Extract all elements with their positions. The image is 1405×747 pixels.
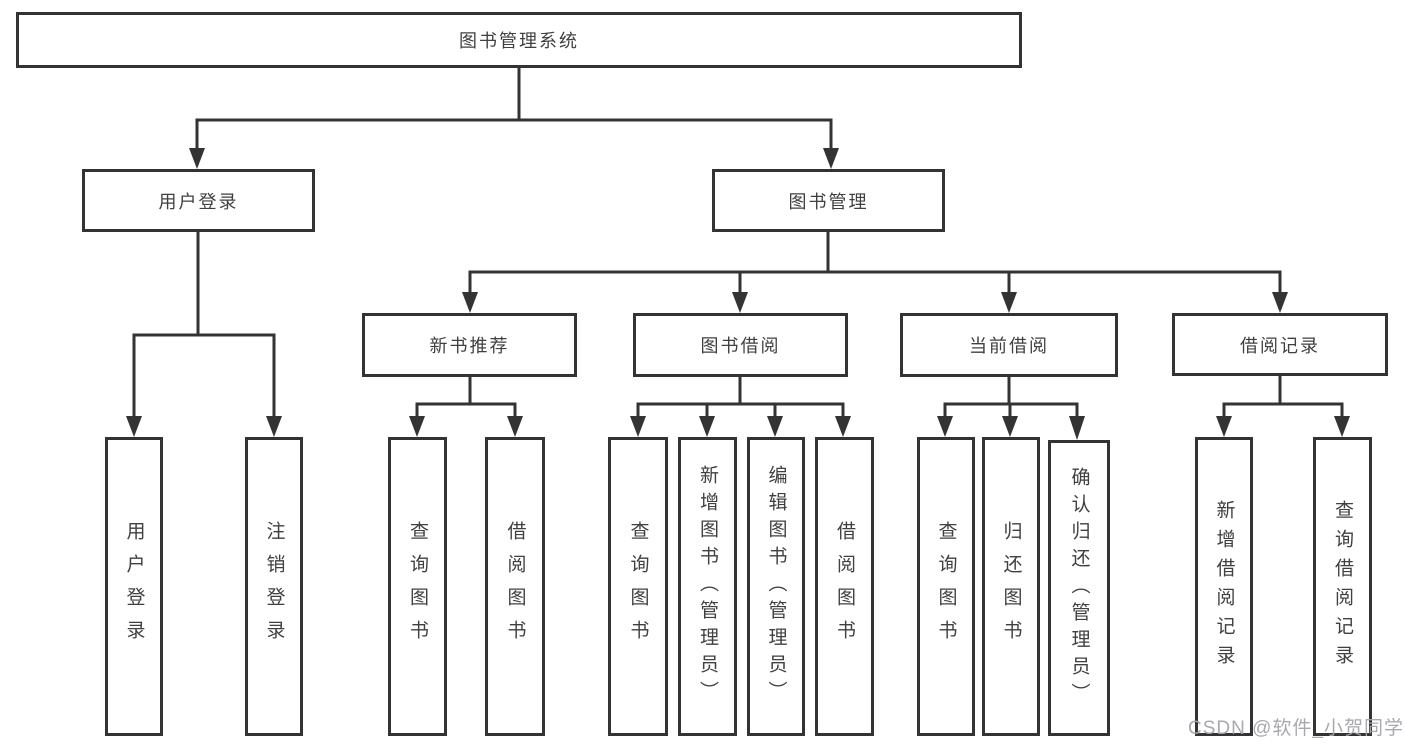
leaf-edit-books-admin: 编辑图书（管理员） bbox=[747, 437, 805, 736]
edge-newbook-to-children bbox=[415, 377, 517, 417]
leaf-query-books: 查询图书 bbox=[608, 437, 668, 736]
leaf-logout: 注销登录 bbox=[245, 437, 303, 736]
node-label: 当前借阅 bbox=[969, 336, 1049, 356]
edge-borrow-to-children bbox=[636, 377, 845, 417]
leaf-label: 借阅图书 bbox=[834, 520, 855, 653]
leaf-label: 注销登录 bbox=[263, 520, 285, 653]
node-label: 图书管理系统 bbox=[459, 31, 579, 51]
leaf-label: 查询图书 bbox=[627, 520, 649, 653]
node-book-management: 图书管理 bbox=[712, 169, 945, 232]
node-current-borrowing: 当前借阅 bbox=[900, 313, 1118, 377]
node-library-management-system: 图书管理系统 bbox=[16, 12, 1022, 68]
leaf-label: 编辑图书（管理员） bbox=[765, 465, 787, 708]
leaf-query-books: 查询图书 bbox=[388, 437, 447, 736]
leaf-query-books: 查询图书 bbox=[917, 437, 975, 736]
leaf-return-books: 归还图书 bbox=[982, 437, 1040, 736]
node-label: 新书推荐 bbox=[429, 336, 510, 356]
leaf-label: 确认归还（管理员） bbox=[1068, 466, 1090, 710]
edge-login-to-children bbox=[132, 232, 276, 417]
node-label: 借阅记录 bbox=[1240, 335, 1320, 356]
leaf-label: 用户登录 bbox=[123, 520, 145, 653]
node-label: 图书借阅 bbox=[700, 336, 781, 356]
leaf-label: 查询图书 bbox=[407, 520, 428, 653]
leaf-label: 新增图书（管理员） bbox=[697, 465, 718, 708]
node-book-borrowing: 图书借阅 bbox=[633, 313, 848, 377]
leaf-label: 新增借阅记录 bbox=[1213, 499, 1235, 674]
leaf-query-borrow-record: 查询借阅记录 bbox=[1313, 437, 1372, 736]
node-new-book-recommendation: 新书推荐 bbox=[362, 313, 577, 377]
leaf-label: 查询借阅记录 bbox=[1332, 499, 1353, 674]
leaf-borrow-books: 借阅图书 bbox=[815, 437, 874, 736]
node-borrowing-records: 借阅记录 bbox=[1172, 313, 1388, 376]
edge-root-to-level2 bbox=[195, 68, 833, 149]
node-user-login: 用户登录 bbox=[82, 169, 315, 232]
csdn-watermark: CSDN @软件_小贺同学 bbox=[1188, 718, 1404, 739]
leaf-label: 借阅图书 bbox=[504, 520, 526, 653]
leaf-add-borrow-record: 新增借阅记录 bbox=[1195, 437, 1253, 736]
leaf-label: 查询图书 bbox=[935, 520, 957, 653]
edge-records-to-children bbox=[1222, 376, 1344, 417]
node-label: 图书管理 bbox=[788, 191, 869, 212]
arrowheads bbox=[126, 148, 1350, 440]
leaf-confirm-return-admin: 确认归还（管理员） bbox=[1048, 440, 1110, 736]
leaf-label: 归还图书 bbox=[1000, 520, 1022, 653]
node-label: 用户登录 bbox=[158, 191, 239, 212]
leaf-user-login: 用户登录 bbox=[105, 437, 163, 736]
edge-current-to-children bbox=[943, 377, 1079, 417]
leaf-borrow-books: 借阅图书 bbox=[485, 437, 545, 736]
edge-mgmt-to-level3 bbox=[468, 232, 1282, 293]
leaf-add-books-admin: 新增图书（管理员） bbox=[678, 437, 737, 736]
